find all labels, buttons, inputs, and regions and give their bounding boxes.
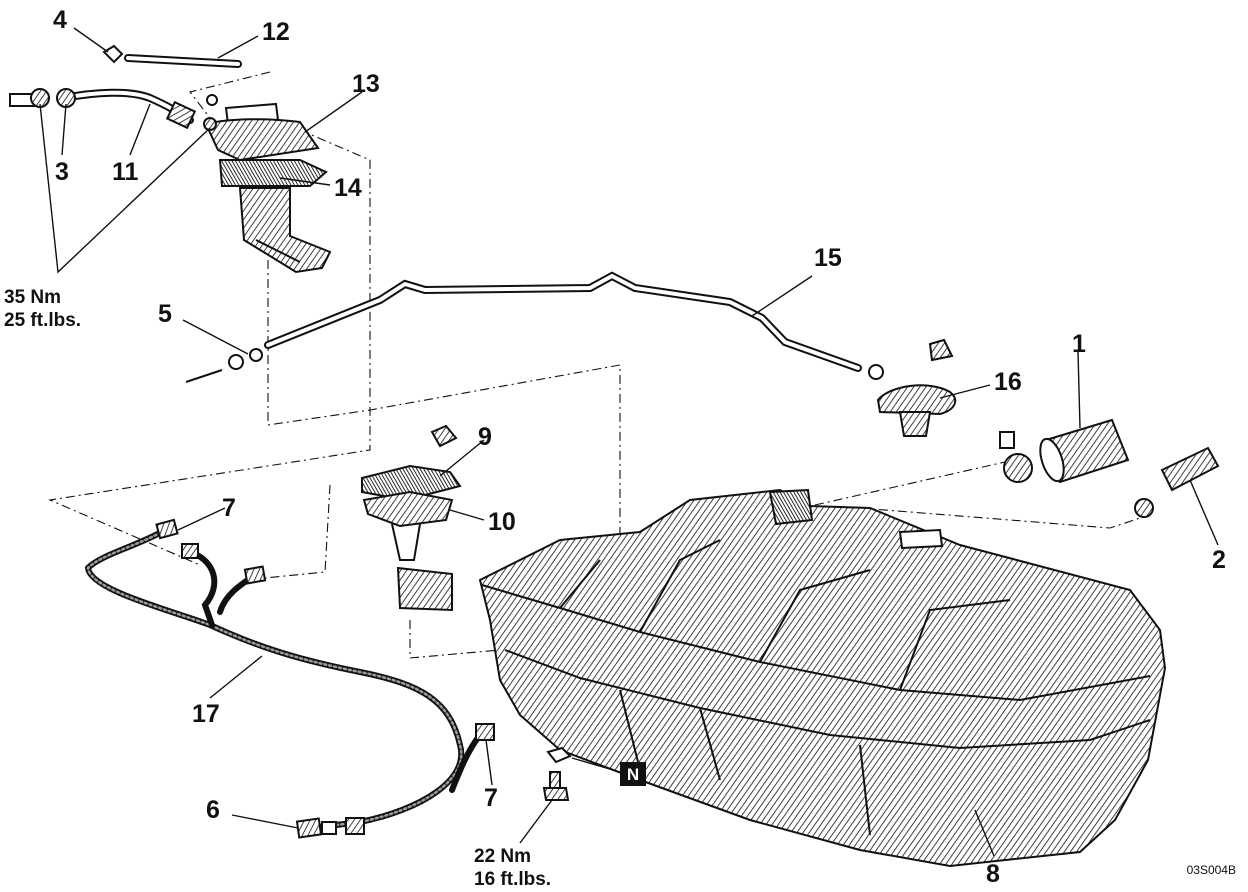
- vapor-hose-12: [124, 54, 242, 68]
- filler-hose-1: [1039, 418, 1130, 484]
- callout-8: 8: [986, 860, 1000, 888]
- callout-2: 2: [1212, 546, 1226, 574]
- sender-nut-9: [430, 424, 458, 448]
- callout-3: 3: [55, 158, 69, 186]
- fuel-pump-body: [238, 187, 332, 274]
- callout-labels: 4 12 13 3 11 14 5 15 16 1 2 9 10 7 7 17 …: [53, 6, 1226, 888]
- badge-label: N: [627, 765, 639, 784]
- callout-5: 5: [158, 300, 172, 328]
- torque-imperial-upper: 25 ft.lbs.: [4, 310, 81, 331]
- torque-metric-upper: 35 Nm: [4, 287, 61, 308]
- torque-metric-lower: 22 Nm: [474, 846, 531, 867]
- callout-7-upper: 7: [222, 494, 236, 522]
- callout-6: 6: [206, 796, 220, 824]
- callout-7-lower: 7: [484, 784, 498, 812]
- callout-4: 4: [53, 6, 67, 34]
- sender-gasket-10: [362, 490, 454, 528]
- tank-strap-bolt: [542, 771, 570, 801]
- fuel-pump-gasket-14: [218, 159, 328, 187]
- fitting-3: [9, 88, 76, 108]
- torque-spec-upper: 35 Nm 25 ft.lbs.: [4, 287, 81, 331]
- leader-lines: [39, 27, 1219, 857]
- fuel-tank-8: [478, 488, 1167, 868]
- figure-id: 03S004B: [1187, 863, 1236, 877]
- callout-17: 17: [192, 700, 220, 728]
- harness-connectors-7: [155, 518, 495, 741]
- fuel-pump-flange-13: [203, 94, 320, 162]
- vent-hose-2: [1134, 446, 1220, 518]
- replace-badge: N: [620, 762, 646, 786]
- callout-16: 16: [994, 368, 1022, 396]
- hose-clamp-4: [102, 44, 124, 64]
- callout-11: 11: [112, 158, 139, 186]
- filler-mount-16: [868, 338, 957, 437]
- assembly-reference-lines: [48, 71, 1141, 659]
- harness-connector-6: [295, 817, 365, 839]
- torque-imperial-lower: 16 ft.lbs.: [474, 869, 551, 890]
- sender-float: [391, 523, 453, 612]
- sender-flange-9: [361, 464, 462, 502]
- tank-strap-nut: [546, 746, 572, 764]
- filler-hose-clamp: [999, 431, 1033, 483]
- callout-1: 1: [1072, 330, 1086, 358]
- callout-12: 12: [262, 18, 290, 46]
- fuel-hose-11: [60, 88, 197, 130]
- callout-10: 10: [488, 508, 516, 536]
- callout-14: 14: [334, 174, 362, 202]
- bracket-bolt-5: [185, 348, 263, 383]
- tank-bracket-15: [264, 271, 862, 372]
- callout-9: 9: [478, 423, 492, 451]
- torque-spec-lower: 22 Nm 16 ft.lbs.: [474, 846, 551, 890]
- callout-13: 13: [352, 70, 380, 98]
- callout-15: 15: [814, 244, 842, 272]
